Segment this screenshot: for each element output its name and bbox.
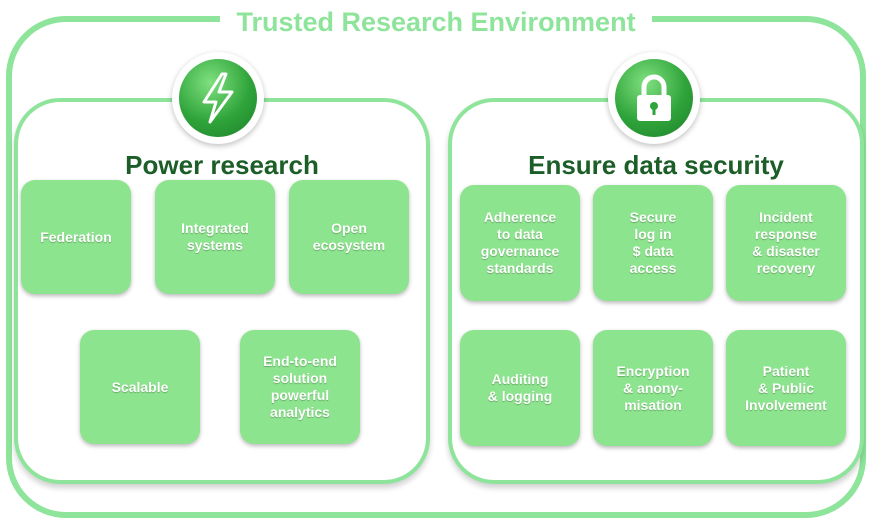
box-incident-response: Incident response & disaster recovery — [726, 185, 846, 301]
padlock-badge — [608, 52, 700, 144]
box-end-to-end: End-to-end solution powerful analytics — [240, 330, 360, 444]
main-title: Trusted Research Environment — [220, 2, 652, 42]
box-governance: Adherence to data governance standards — [460, 185, 580, 301]
padlock-icon — [637, 74, 671, 121]
box-scalable: Scalable — [80, 330, 200, 444]
box-encryption: Encryption & anony- misation — [593, 330, 713, 446]
box-auditing: Auditing & logging — [460, 330, 580, 446]
box-secure-login: Secure log in $ data access — [593, 185, 713, 301]
lightning-bolt-icon — [202, 72, 234, 124]
box-federation: Federation — [21, 180, 131, 294]
lightning-badge — [172, 52, 264, 144]
box-patient-public: Patient & Public Involvement — [726, 330, 846, 446]
box-open-ecosystem: Open ecosystem — [289, 180, 409, 294]
data-security-title: Ensure data security — [528, 150, 784, 180]
power-research-title: Power research — [125, 150, 319, 180]
box-integrated-systems: Integrated systems — [155, 180, 275, 294]
